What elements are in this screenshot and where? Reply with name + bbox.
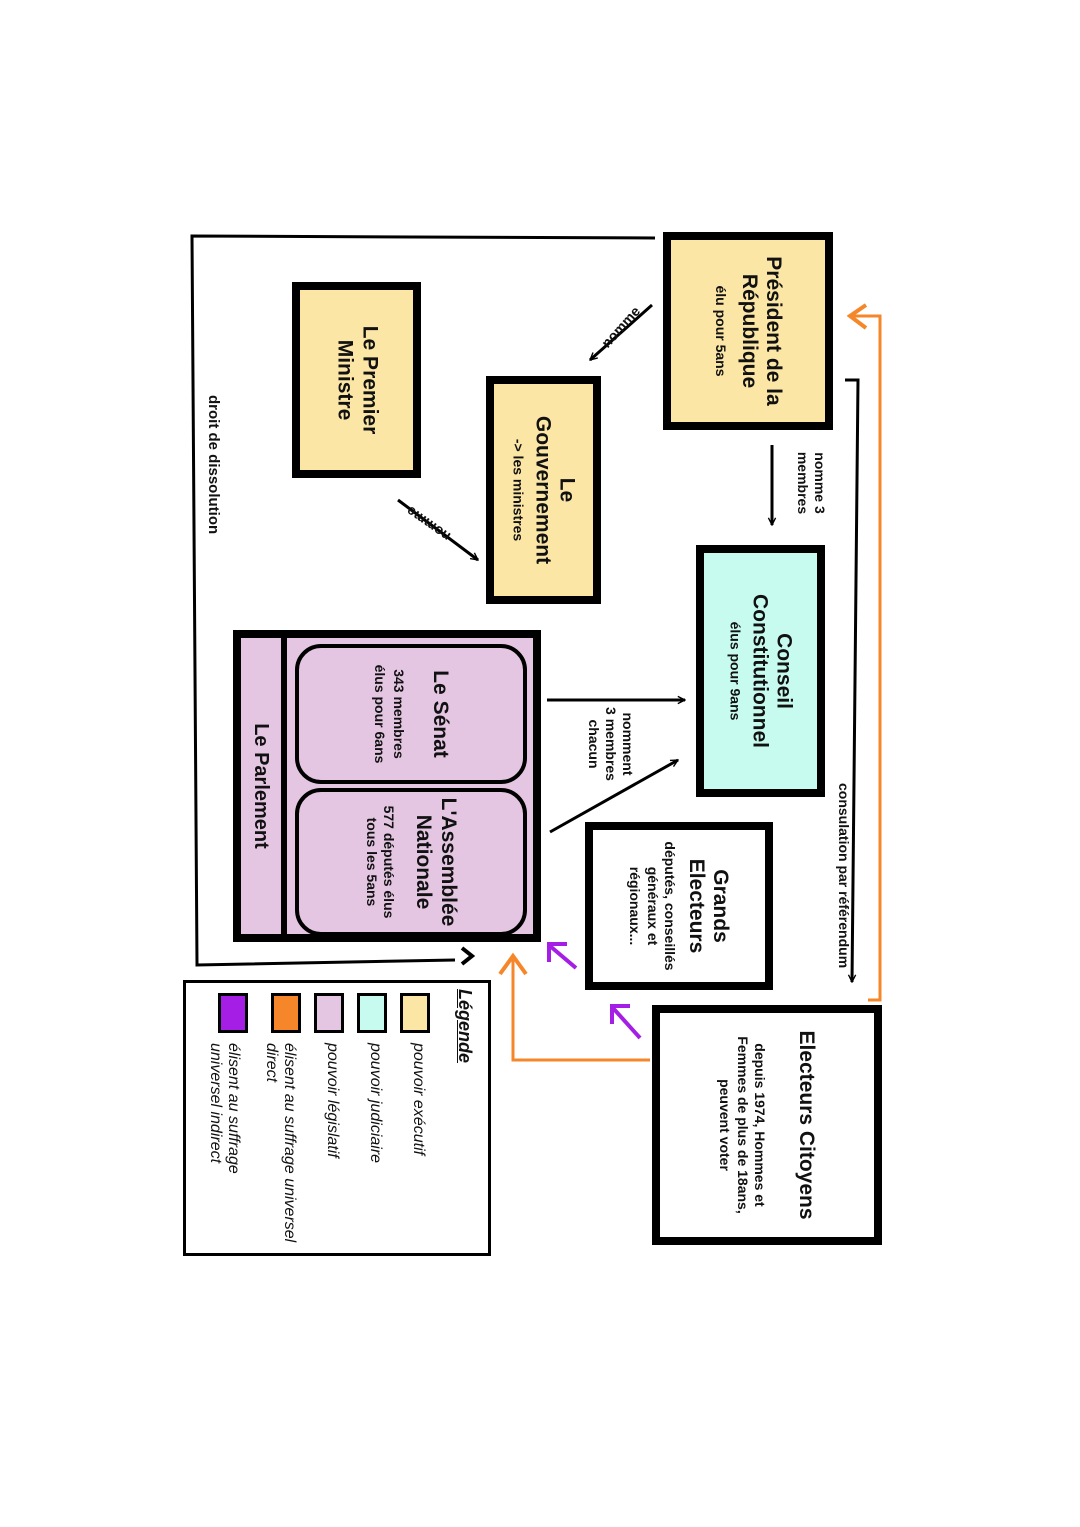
- purple-arrowhead-1: [610, 1004, 630, 1024]
- assemblee-sub: 577 députés élus tous les 5ans: [363, 805, 398, 919]
- legend-label-judiciaire: pouvoir judiciaire: [367, 1043, 384, 1164]
- edge-premier-gouvernement: [397, 498, 478, 562]
- edge-grands-parlement: [548, 944, 578, 970]
- legend-swatch-legislatif: [314, 993, 344, 1033]
- parlement-title-strip: Le Parlement: [241, 638, 281, 934]
- dissolution-line: [190, 234, 656, 967]
- electeurs-sub: depuis 1974, Hommes et Femmes de plus de…: [717, 1036, 769, 1214]
- gouvernement-title: Le Gouvernement: [531, 415, 579, 565]
- president-title: Président de la République: [737, 256, 785, 406]
- legend-label-legislatif: pouvoir législatif: [324, 1043, 341, 1158]
- assemblee-title: L'Assemblée Nationale: [412, 797, 460, 927]
- legend-label-direct: élisent au suffrage universel direct: [263, 1043, 298, 1243]
- senat-sub2: élus pour 6ans: [371, 664, 388, 764]
- parlement-title: Le Parlement: [250, 723, 273, 849]
- node-assemblee-nationale: L'Assemblée Nationale 577 députés élus t…: [295, 788, 527, 936]
- gouvernement-sub: -> les ministres: [510, 438, 527, 542]
- legend-label-executif: pouvoir exécutif: [410, 1043, 427, 1156]
- node-premier-ministre: Le Premier Ministre: [292, 282, 421, 478]
- node-electeurs-citoyens: Electeurs Citoyens depuis 1974, Hommes e…: [652, 1005, 882, 1245]
- legend-swatch-judiciaire: [357, 993, 387, 1033]
- legend: Légende pouvoir exécutif pouvoir judicia…: [183, 980, 491, 1256]
- node-grands-electeurs: Grands Electeurs députés, conseillés gén…: [585, 822, 773, 990]
- orange-arrowhead-president: [846, 303, 868, 330]
- legend-swatch-indirect: [218, 993, 248, 1033]
- label-nomme-3-membres: nomme 3 membres: [795, 451, 828, 515]
- node-gouvernement: Le Gouvernement -> les ministres: [486, 376, 601, 604]
- premier-title: Le Premier Ministre: [333, 325, 381, 435]
- senat-title: Le Sénat: [428, 670, 452, 758]
- legend-title: Légende: [455, 989, 475, 1064]
- grands-electeurs-title: Grands Electeurs: [685, 858, 733, 954]
- orange-arrowhead-parlement: [498, 952, 528, 976]
- node-president: Président de la République élu pour 5ans: [663, 232, 833, 430]
- edge-assemblee-conseil: [549, 758, 678, 834]
- legend-label-indirect: élisent au suffrage universel indirect: [207, 1043, 242, 1174]
- label-referendum: consulation par référendum: [836, 783, 852, 969]
- edge-president-gouvernement: [590, 303, 653, 362]
- parlement-divider: [281, 638, 287, 934]
- edge-electeurs-grands: [611, 1006, 642, 1040]
- node-conseil-constitutionnel: Conseil Constitutionnel élus pour 9ans: [696, 545, 825, 797]
- purple-arrowhead-2: [547, 942, 567, 962]
- conseil-sub: élus pour 9ans: [727, 621, 744, 721]
- edge-electeurs-parlement: [511, 958, 650, 1062]
- legend-swatch-direct: [271, 993, 301, 1033]
- grands-electeurs-sub: députés, conseillés généraux et régionau…: [627, 841, 679, 971]
- dissolution-arrowhead: [460, 946, 476, 966]
- label-dissolution: droit de dissolution: [205, 395, 222, 535]
- legend-swatch-executif: [400, 993, 430, 1033]
- senat-sub1: 343 membres: [391, 669, 408, 759]
- conseil-title: Conseil Constitutionnel: [748, 594, 796, 748]
- electeurs-title: Electeurs Citoyens: [795, 1030, 819, 1220]
- label-nomment: nomment 3 membres chacun: [586, 707, 636, 781]
- node-parlement: Le Parlement Le Sénat 343 membres élus p…: [233, 630, 541, 942]
- edge-electeurs-president: [852, 314, 882, 1002]
- president-sub: élu pour 5ans: [712, 285, 729, 377]
- edge-referendum: [845, 378, 860, 982]
- node-senat: Le Sénat 343 membres élus pour 6ans: [295, 644, 527, 784]
